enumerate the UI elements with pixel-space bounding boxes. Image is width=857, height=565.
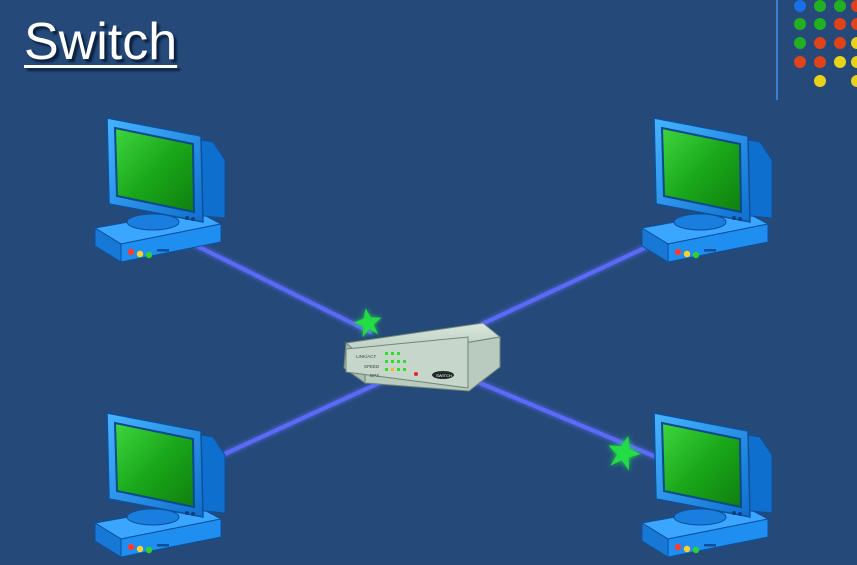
switch-brand: SWITCH [436,373,452,378]
power-led [414,372,418,376]
cable-lines [184,235,669,465]
switch-label: LINK/ACT [356,354,377,359]
network-switch: LINK/ACT SPEED DPX [343,322,502,392]
computer-top-right [641,117,773,263]
computer-bottom-left [94,412,226,558]
cable-bottom-right [467,376,669,464]
switch-led-grid [385,352,406,371]
decor-divider-line [776,0,778,100]
cable-top-right [479,235,669,327]
switch-label: DPX [370,373,379,378]
computer-top-left [94,117,226,263]
switch-front-panel: LINK/ACT SPEED DPX [356,352,454,379]
switch-label: SPEED [364,364,380,369]
packet-star-icon [351,305,385,339]
slide-title: Switch [24,13,178,71]
cable-top-left [184,238,373,335]
switch-brand-badge [432,371,454,379]
cable-bottom-left [204,376,391,465]
computer-bottom-right [641,412,773,558]
